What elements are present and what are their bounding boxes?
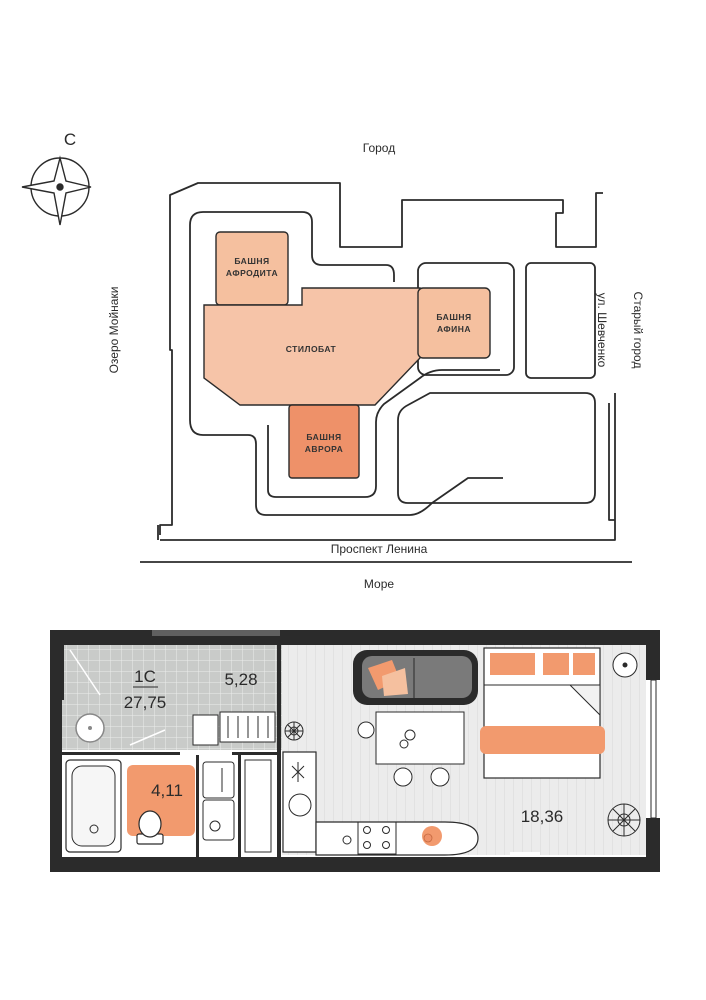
tower-afina-label-1: БАШНЯ [436,312,471,322]
tower-avrora [288,404,360,479]
toilet-icon [136,810,164,845]
compass-north-label: С [64,130,76,149]
fruit-bowl [422,826,442,846]
site-outer-outline [159,182,603,535]
fridge-icon [288,762,312,817]
total-area: 27,75 [124,693,167,712]
unit-code: 1С [134,667,156,686]
living-area: 18,36 [521,807,564,826]
faucet-icon [342,835,352,845]
sink-icon [202,761,235,841]
floor-labels: 1С 27,75 5,28 4,11 18,36 [124,667,564,826]
bed-throw [480,726,605,754]
bath-partition-wall [196,755,199,857]
dining-table [357,711,465,787]
hall-area: 5,28 [224,670,257,689]
label-east: Старый город [631,292,645,369]
site-labels: Город Озеро Мойнаки Старый город ул. Шев… [107,141,645,591]
window-right [650,679,657,819]
walls [50,630,660,872]
plant-icon-living [607,803,641,837]
tower-avrora-label-2: АВРОРА [305,444,344,454]
block-southeast [397,392,596,504]
buildings [203,231,491,479]
plant-icon [284,721,304,741]
closet-wall [238,755,241,857]
label-south: Море [364,577,394,591]
tower-afrodita-label-1: БАШНЯ [234,256,269,266]
lamp-icon [612,652,638,678]
label-street-east: ул. Шевченко [595,293,609,368]
tower-avrora-label-1: БАШНЯ [306,432,341,442]
sofa [353,650,478,705]
cushion-2 [382,668,408,696]
pillow-1 [490,653,535,675]
shoe-rack [192,711,276,746]
tower-afrodita-label-2: АФРОДИТА [226,268,278,278]
wall-notch [152,630,280,636]
building-labels: БАШНЯ АФРОДИТА СТИЛОБАТ БАШНЯ АФИНА БАШН… [226,256,471,454]
east-boundary [160,393,616,541]
stylobate-label: СТИЛОБАТ [286,344,337,354]
floor-plan: 1С 27,75 5,28 4,11 18,36 [50,630,660,872]
stove-icon [357,821,397,855]
tower-afina [417,287,491,359]
inner-road-left [189,225,503,516]
compass-rose-icon [21,155,92,226]
inner-road-right [267,369,500,498]
door-threshold [510,852,540,857]
compass: С [21,130,92,226]
block-east-2 [525,262,596,379]
tower-afina-label-2: АФИНА [437,324,471,334]
hall-fixtures [69,649,166,746]
label-north: Город [363,141,395,155]
closet [244,759,272,853]
inner-road-outline [189,211,395,282]
bathroom-area: 4,11 [151,781,183,800]
bathtub-drain-icon [89,824,99,834]
bed [480,647,605,779]
stylobate [203,287,421,406]
label-street-south: Проспект Ленина [331,542,428,556]
pillow-2 [543,653,569,675]
label-west: Озеро Мойнаки [107,287,121,374]
pillow-3 [573,653,595,675]
